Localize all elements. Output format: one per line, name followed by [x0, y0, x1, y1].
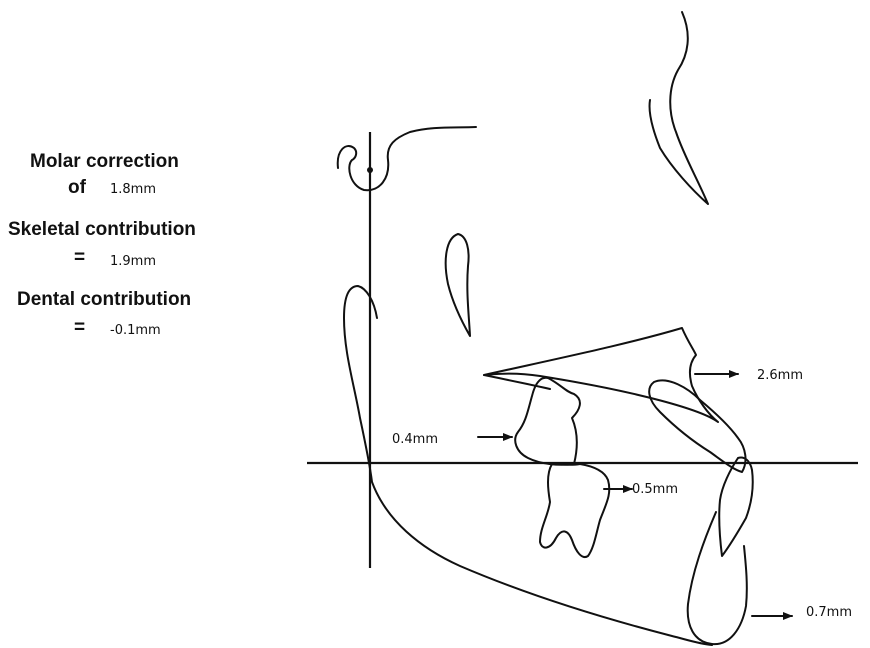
lower-molar-measurement: 0.5mm — [632, 483, 678, 496]
upper-molar-outline — [515, 378, 580, 465]
lower-incisor-outline — [719, 458, 753, 557]
sella-outline — [338, 127, 476, 190]
chin-measurement: 0.7mm — [806, 606, 852, 619]
maxilla-outline — [484, 328, 718, 422]
mandible-outline — [344, 286, 712, 645]
ans-spine — [484, 375, 550, 389]
nasal-outline — [649, 12, 708, 204]
upper-incisor-outline — [649, 380, 745, 472]
maxilla-measurement: 2.6mm — [757, 369, 803, 382]
lower-molar-outline — [540, 464, 609, 557]
orbit-outline — [446, 234, 470, 336]
sella-point — [367, 167, 373, 173]
upper-molar-measurement: 0.4mm — [392, 433, 438, 446]
